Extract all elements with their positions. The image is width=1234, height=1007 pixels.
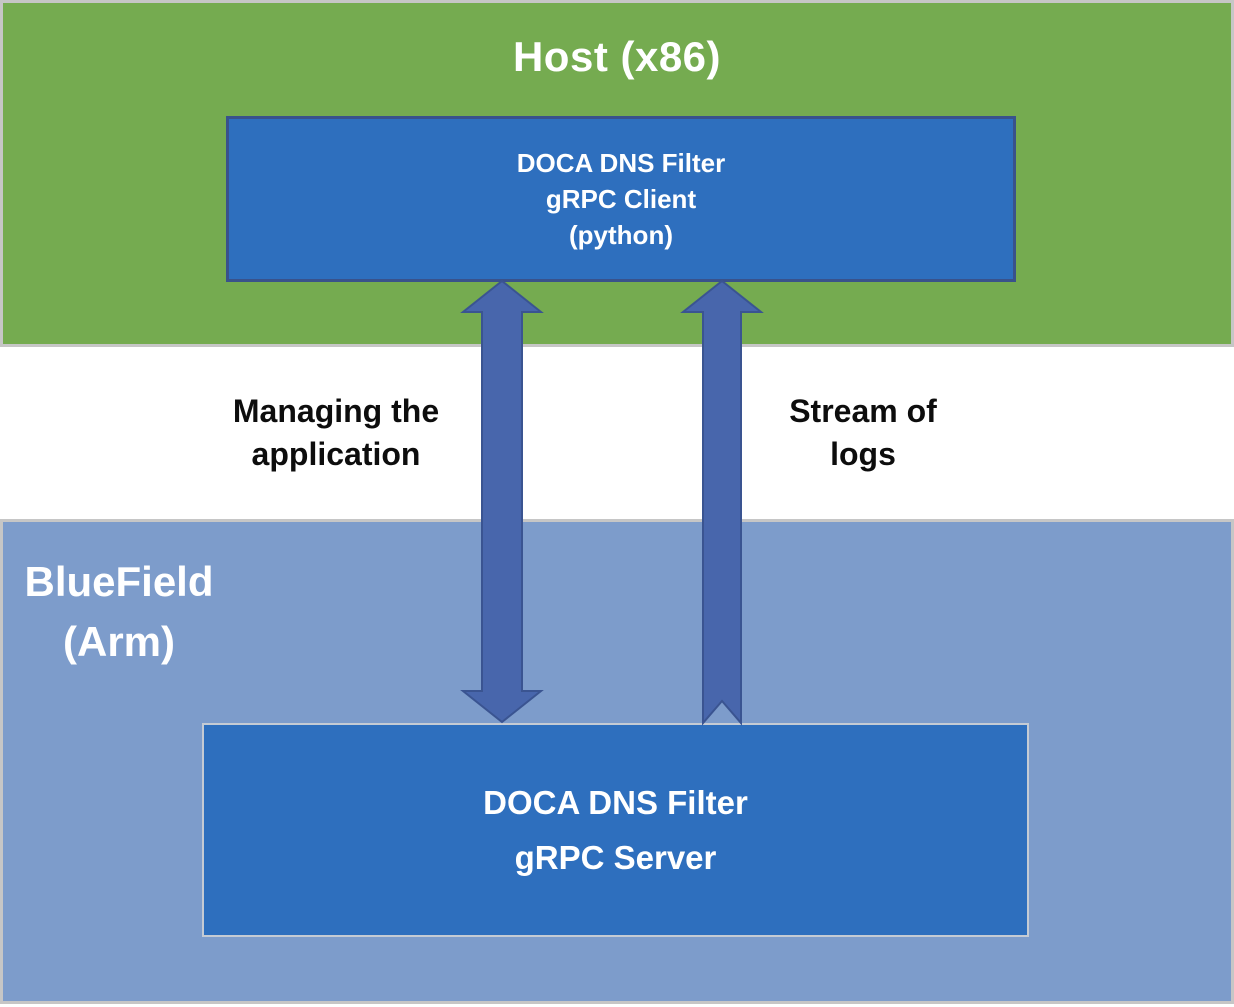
logs-label-line-2: logs <box>830 436 896 472</box>
managing-label-line-1: Managing the <box>232 393 440 429</box>
managing-label-line-2: application <box>251 436 421 472</box>
bluefield-title-line-1: BlueField <box>24 558 214 605</box>
server-box-line-2: gRPC Server <box>514 839 717 876</box>
server-box-line-1: DOCA DNS Filter <box>483 784 748 821</box>
label-managing-the-application: Managing the application <box>186 390 486 476</box>
client-box-line-2: gRPC Client <box>545 184 697 214</box>
grpc-client-box: DOCA DNS Filter gRPC Client (python) <box>226 116 1016 282</box>
client-box-line-1: DOCA DNS Filter <box>516 148 726 178</box>
host-title: Host (x86) <box>512 33 722 80</box>
logs-label-line-1: Stream of <box>789 393 937 429</box>
client-box-line-3: (python) <box>569 220 673 250</box>
grpc-server-box: DOCA DNS Filter gRPC Server <box>202 723 1029 937</box>
bluefield-title: BlueField (Arm) <box>4 552 234 672</box>
host-panel: Host (x86) DOCA DNS Filter gRPC Client (… <box>0 0 1234 347</box>
label-stream-of-logs: Stream of logs <box>713 390 1013 476</box>
bluefield-title-line-2: (Arm) <box>63 618 175 665</box>
